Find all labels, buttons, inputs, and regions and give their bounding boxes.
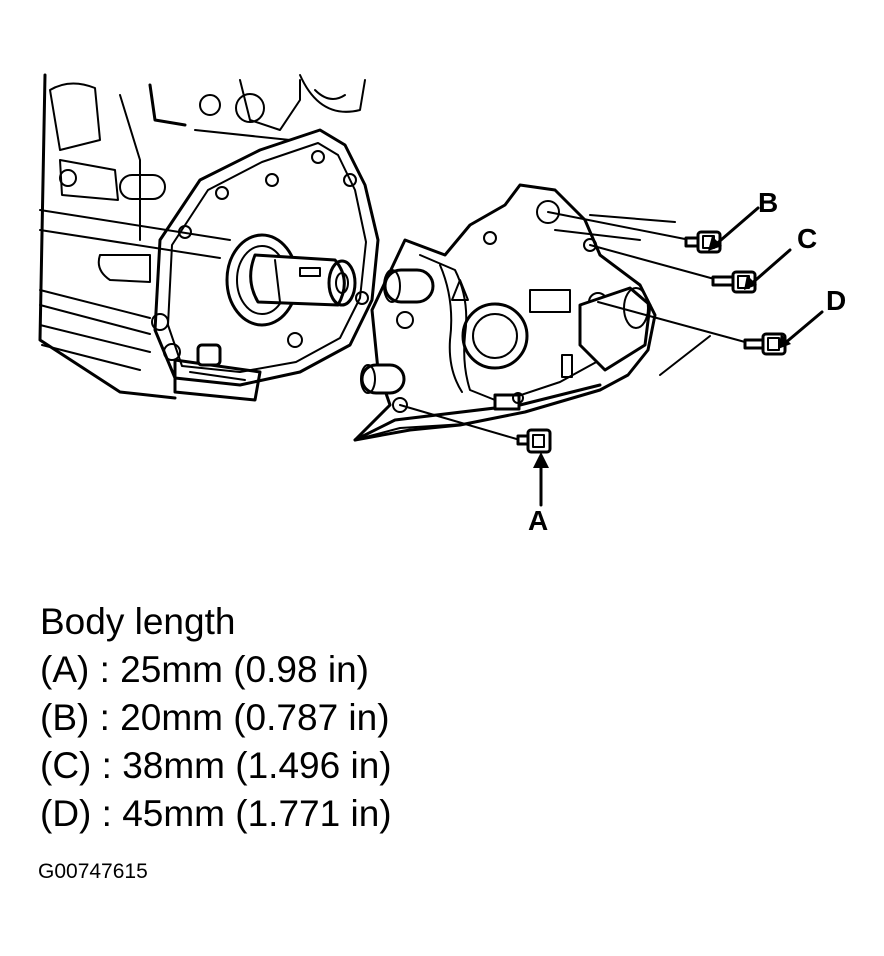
bolt-leader-lines [399, 211, 746, 441]
bolt-d [743, 332, 787, 356]
callout-label-b: B [758, 187, 778, 218]
bolt-length-caption: Body length (A) : 25mm (0.98 in) (B) : 2… [40, 598, 392, 838]
caption-line-d: (D) : 45mm (1.771 in) [40, 793, 392, 834]
engine-block [38, 73, 366, 400]
callout-arrows [533, 206, 824, 507]
oil-pump-housing [353, 183, 657, 442]
caption-line-c: (C) : 38mm (1.496 in) [40, 745, 392, 786]
callout-label-a: A [528, 505, 548, 536]
crankshaft-nose [225, 233, 357, 327]
caption-heading: Body length [40, 601, 236, 642]
caption-line-a: (A) : 25mm (0.98 in) [40, 649, 369, 690]
oil-pump-bolt-diagram: B C D A [38, 73, 846, 536]
callout-label-c: C [797, 223, 817, 254]
bolt-a [516, 428, 552, 454]
caption-line-b: (B) : 20mm (0.787 in) [40, 697, 390, 738]
figure-id: G00747615 [38, 860, 148, 883]
callout-label-d: D [826, 285, 846, 316]
lower-bracket [163, 343, 262, 402]
